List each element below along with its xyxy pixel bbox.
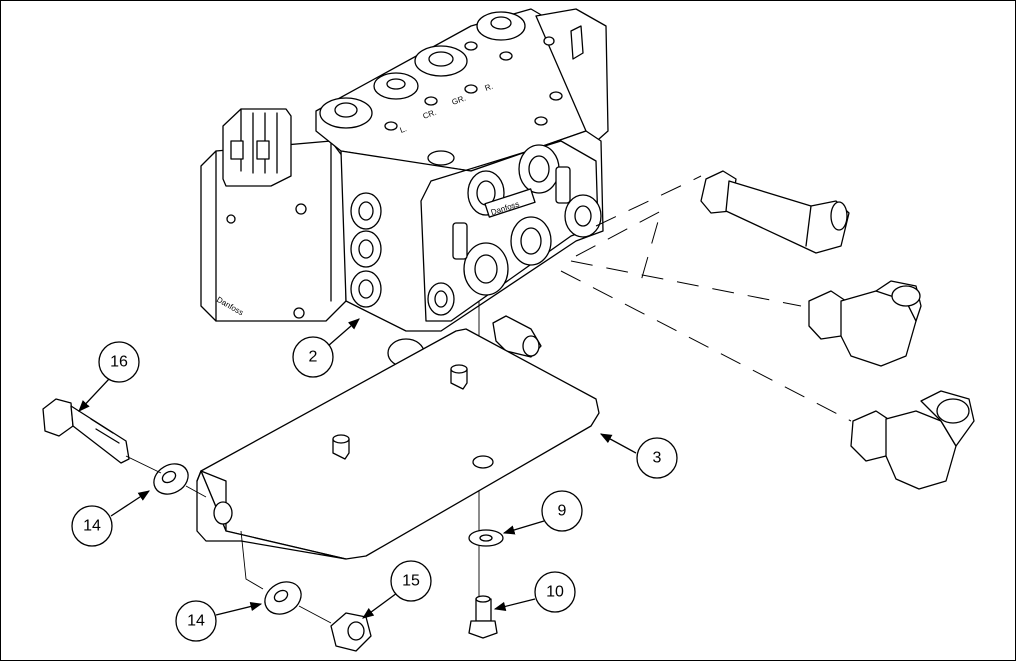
brand-plate (484, 188, 536, 218)
elbow-fitting-top (700, 170, 850, 254)
top-ports (319, 11, 563, 166)
callout-9-label: 9 (558, 503, 567, 520)
stud-bolts (332, 364, 468, 460)
straight-fitting (492, 315, 542, 358)
elbow-fitting-bottom (850, 390, 975, 490)
valve-block: Danfoss L. (200, 8, 609, 332)
port-label-tag-right (555, 166, 571, 204)
washers (153, 463, 504, 615)
callout-14-upper-label: 14 (83, 518, 101, 535)
port-label-tag-left (452, 222, 468, 260)
mounting-bracket (196, 328, 600, 560)
connector-plug (222, 108, 292, 187)
elbow-fitting-middle (808, 280, 922, 367)
side-ports (350, 192, 382, 308)
callout-10-label: 10 (546, 584, 564, 601)
port-mark-l: L. (399, 124, 408, 135)
callout-2-label: 2 (309, 349, 318, 366)
callout-16-label: 16 (110, 354, 128, 371)
callout-10: 10 (493, 571, 576, 613)
callout-14-lower: 14 (175, 600, 263, 642)
hex-bolt (42, 398, 130, 464)
front-ports (427, 144, 602, 316)
callout-16: 16 (78, 341, 140, 412)
port-mark-r: R. (484, 82, 495, 93)
callout-3: 3 (599, 433, 678, 479)
callout-2: 2 (292, 318, 360, 378)
callout-15-label: 15 (402, 573, 420, 590)
callout-14-lower-label: 14 (187, 613, 205, 630)
hex-nut (330, 612, 372, 652)
port-mark-cr: CR. (422, 108, 438, 121)
callout-15: 15 (362, 560, 432, 619)
cap-screw (468, 595, 498, 639)
callout-3-label: 3 (653, 450, 662, 467)
hardware-axis-lines (125, 455, 332, 624)
callout-14-upper: 14 (71, 490, 150, 547)
callout-9: 9 (502, 490, 583, 535)
